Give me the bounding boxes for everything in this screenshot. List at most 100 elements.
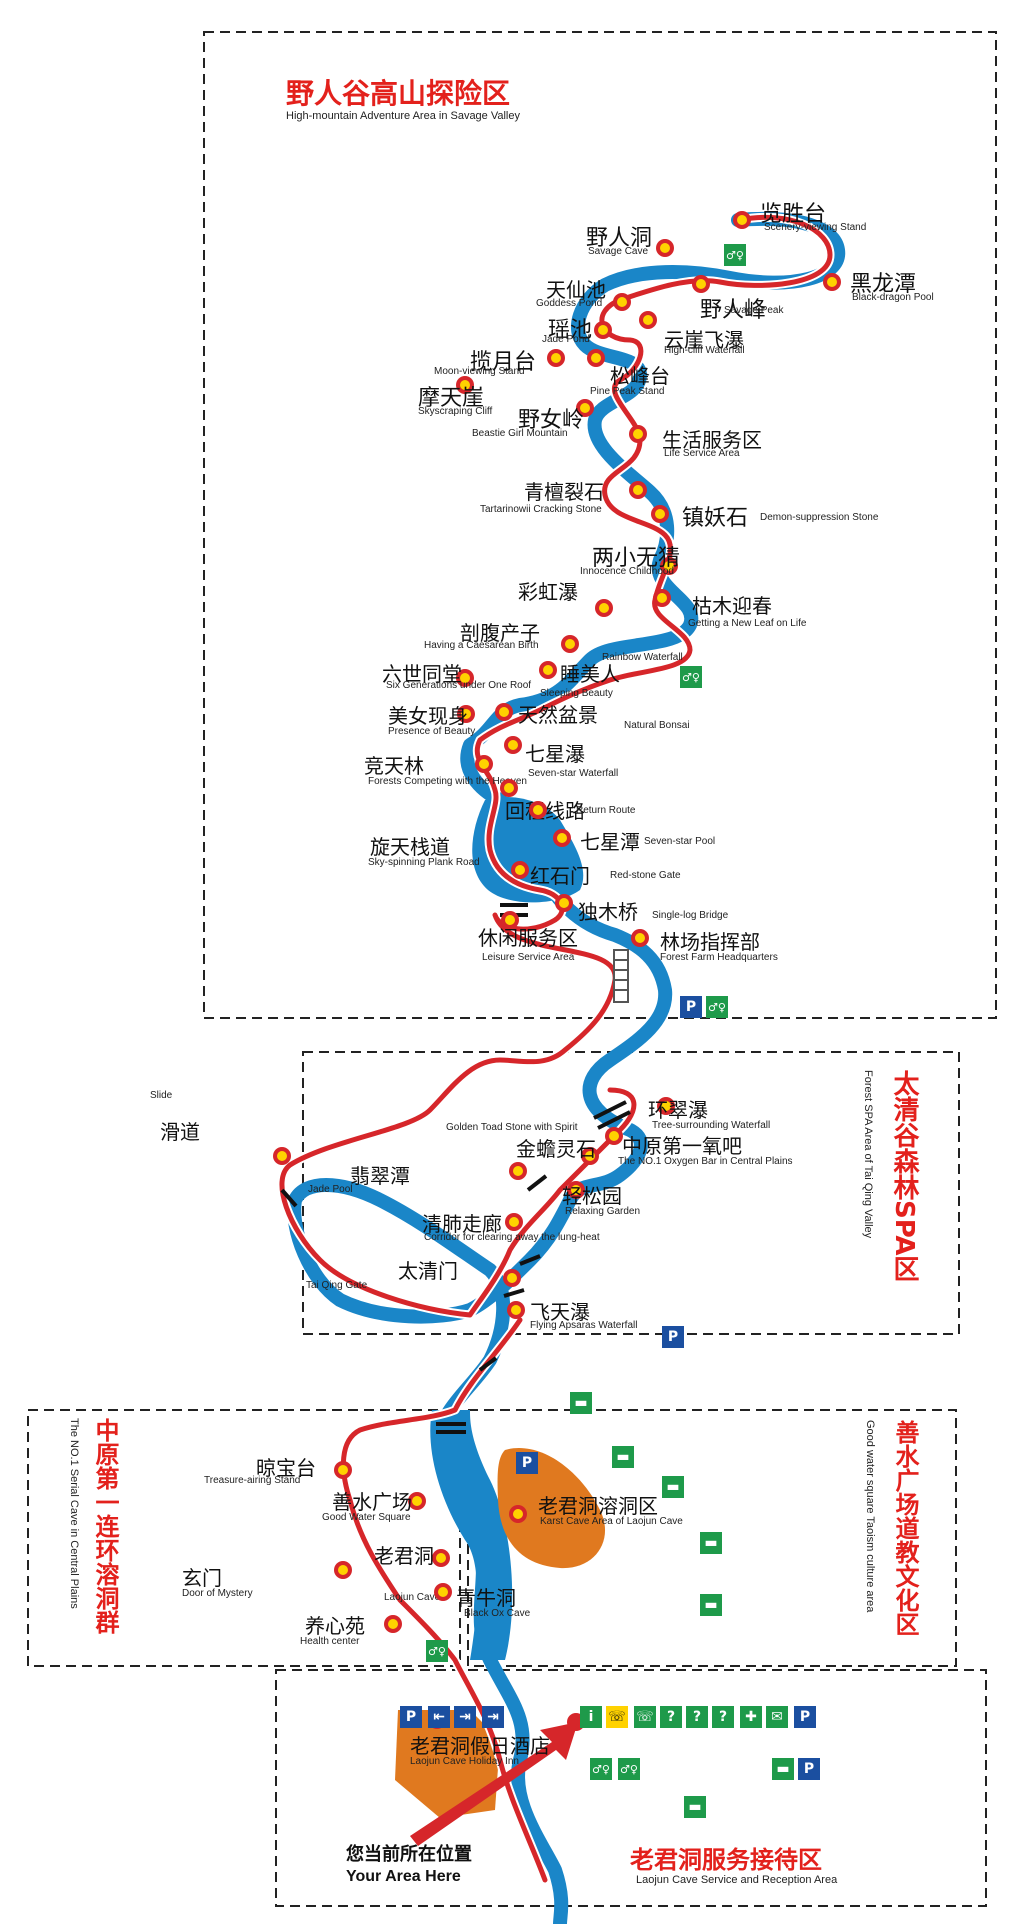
spot-1-name-en: Savage Cave xyxy=(588,246,649,257)
spot-27-name: 红石门 xyxy=(530,864,590,888)
spot-24-dot xyxy=(500,779,518,797)
spot-14-dot xyxy=(660,557,678,575)
spot-32-name-en: Tree-surrounding Waterfall xyxy=(652,1120,771,1131)
spot-44-dot-inner xyxy=(436,1553,446,1563)
spot-43-dot xyxy=(334,1561,352,1579)
spot-13-name: 镇妖石 xyxy=(682,506,749,531)
spot-40-dot-inner xyxy=(338,1465,348,1475)
spot-46-dot xyxy=(384,1615,402,1633)
spot-11-name-en: Life Service Area xyxy=(664,448,740,459)
spot-16-name-en: Having a Caesarean Birth xyxy=(424,640,539,651)
spot-36-name: 轻松园 xyxy=(562,1184,622,1208)
zone-title-cave-group: 中原第一连环溶洞群 xyxy=(91,1418,119,1634)
spot-45-name: 青牛洞 xyxy=(456,1586,516,1610)
spot-12-name: 青檀裂石 xyxy=(524,480,604,504)
spot-35-dot-inner xyxy=(513,1166,523,1176)
parking-icon: P xyxy=(662,1326,684,1348)
spot-22-dot xyxy=(475,755,493,773)
spot-41-name: 善水广场 xyxy=(332,1490,412,1514)
spot-37-name-en: Corridor for clearing away the lung-heat xyxy=(424,1232,600,1243)
spot-25-dot-inner xyxy=(533,805,543,815)
spot-15-dot-inner xyxy=(657,593,667,603)
spot-2-name: 黑龙潭 xyxy=(850,272,917,297)
bed-icon: ▬ xyxy=(772,1758,794,1780)
spot-14-name: 两小无猜 xyxy=(592,546,681,571)
zone-box-cave-group xyxy=(27,1409,461,1667)
spot-11-dot xyxy=(629,425,647,443)
zone-subtitle-cave-group: The NO.1 Serial Cave in Central Plains xyxy=(68,1418,80,1609)
zone-title-service-area: 老君洞服务接待区 xyxy=(630,1846,822,1874)
spot-18-name: 六世同堂 xyxy=(382,662,462,686)
spot-8-dot xyxy=(587,349,605,367)
spot-13-name-en: Demon-suppression Stone xyxy=(760,512,879,523)
zone-subtitle-savage-valley: High-mountain Adventure Area in Savage V… xyxy=(286,110,520,122)
exit-icon: ⇥ xyxy=(482,1706,504,1728)
spot-22-name: 竞天林 xyxy=(364,754,424,778)
spot-3-dot xyxy=(613,293,631,311)
spot-34-dot xyxy=(605,1127,623,1145)
spot-18-name-en: Six Generations under One Roof xyxy=(386,680,532,691)
spot-44-name-en: Laojun Cave xyxy=(384,1592,441,1603)
spot-26-name-en: Seven-star Pool xyxy=(644,836,716,847)
spot-0-name-en: Scenery-viewing Stand xyxy=(764,222,867,233)
spot-29-name: 休闲服务区 xyxy=(478,926,578,950)
spot-18-dot-inner xyxy=(460,673,470,683)
spot-32-name: 环翠瀑 xyxy=(648,1098,708,1122)
spot-31-dot xyxy=(273,1147,291,1165)
spot-44-name: 老君洞 xyxy=(374,1544,434,1568)
spot-23-dot-inner xyxy=(508,740,518,750)
spot-13-dot xyxy=(651,505,669,523)
spot-31-name: 滑道 xyxy=(160,1120,200,1144)
spot-16-dot-inner xyxy=(599,603,609,613)
spot-33-dot-inner xyxy=(585,1151,595,1161)
spot-20-dot xyxy=(457,705,475,723)
spot-47-name-en: Laojun Cave Holiday Inn xyxy=(410,1756,519,1767)
info-icon: i xyxy=(580,1706,602,1728)
spot-42-dot-inner xyxy=(513,1509,523,1519)
spot-37-dot xyxy=(505,1213,523,1231)
toilet-icon: ♂♀ xyxy=(426,1640,448,1662)
spot-34-name-en: The NO.1 Oxygen Bar in Central Plains xyxy=(618,1156,793,1167)
spot-0-dot xyxy=(733,211,751,229)
spot-16-dot xyxy=(595,599,613,617)
spot-23-name: 七星瀑 xyxy=(525,742,585,766)
spot-3-dot-inner xyxy=(617,297,627,307)
spot-17-name: 彩虹瀑 xyxy=(518,580,578,604)
parking-icon: P xyxy=(400,1706,422,1728)
spot-24-dot-inner xyxy=(504,783,514,793)
toilet-icon: ♂♀ xyxy=(706,996,728,1018)
spot-39-name-en: Flying Apsaras Waterfall xyxy=(530,1320,638,1331)
spot-15-name-en: Getting a New Leaf on Life xyxy=(688,618,807,629)
spot-23-dot xyxy=(504,736,522,754)
good-water-square-area xyxy=(497,1448,606,1569)
spot-35-name-en: Jade Pool xyxy=(308,1184,353,1195)
spot-41-dot-inner xyxy=(412,1496,422,1506)
spot-21-name: 天然盆景 xyxy=(518,703,598,727)
spot-17-name-en: Rainbow Waterfall xyxy=(602,652,683,663)
spot-41-name-en: Good Water Square xyxy=(322,1512,411,1523)
spot-34-dot-inner xyxy=(609,1131,619,1141)
spot-0-dot-inner xyxy=(737,215,747,225)
spot-29-dot xyxy=(501,911,519,929)
spot-43-dot-inner xyxy=(338,1565,348,1575)
spot-39-dot-inner xyxy=(511,1305,521,1315)
spot-21-dot-inner xyxy=(499,707,509,717)
spot-41-dot xyxy=(408,1492,426,1510)
spot-4-name-en: Savage Peak xyxy=(724,305,784,316)
spot-39-name: 飞天瀑 xyxy=(530,1300,590,1324)
spot-9-dot-inner xyxy=(460,380,470,390)
spot-30-name: 林场指挥部 xyxy=(660,930,760,954)
spot-32-dot-inner xyxy=(661,1101,671,1111)
spot-15-name: 枯木迎春 xyxy=(692,594,772,618)
spot-46-name: 养心苑 xyxy=(305,1614,365,1638)
zone-subtitle-taiqing-spa: Forest SPA Area of Tai Qing Valley xyxy=(862,1070,874,1239)
spot-2-dot-inner xyxy=(827,277,837,287)
spot-12-dot xyxy=(629,481,647,499)
spot-8-name-en: Pine Peak Stand xyxy=(590,386,665,397)
spot-8-name: 松峰台 xyxy=(610,364,670,388)
spot-22-name-en: Forests Competing with the Heaven xyxy=(368,776,527,787)
question-icon: ? xyxy=(660,1706,682,1728)
you-are-here-label-en: Your Area Here xyxy=(346,1868,461,1885)
spot-0-name: 览胜台 xyxy=(760,202,827,227)
first-aid-icon: ✚ xyxy=(740,1706,762,1728)
